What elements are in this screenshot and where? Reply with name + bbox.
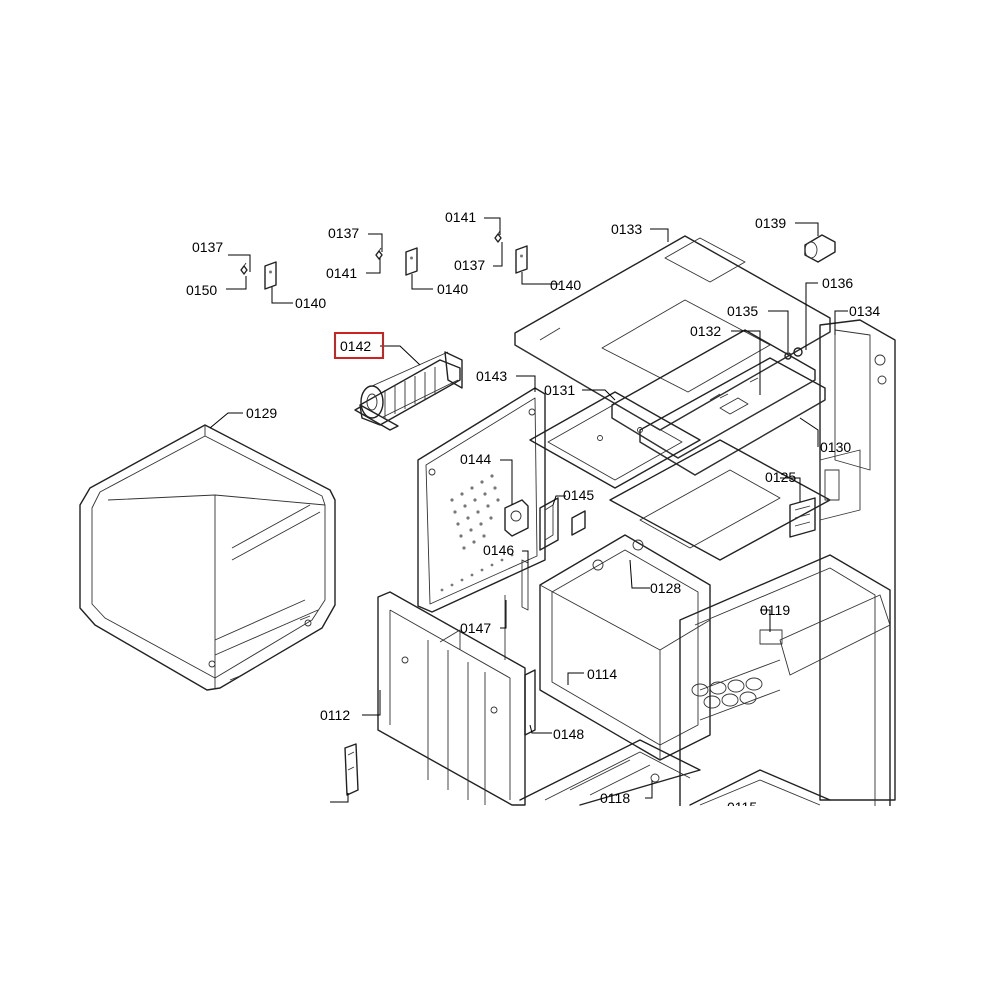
part-labels: 0137 0150 0140 0137 0141 0140 0141 0137 … <box>186 209 880 815</box>
part-0137-clip-a[interactable] <box>240 262 248 275</box>
back-panel-vent-holes <box>440 474 514 592</box>
part-0143-back-panel[interactable] <box>417 387 546 613</box>
part-0119-front-frame[interactable] <box>679 554 891 811</box>
part-0118-bottom-tray[interactable] <box>519 739 701 806</box>
part-0128-insulation[interactable] <box>609 439 831 561</box>
label-0150[interactable]: 0150 <box>186 282 217 298</box>
leader-lines <box>209 217 848 803</box>
part-0148-hinge[interactable] <box>524 669 536 736</box>
label-0135[interactable]: 0135 <box>727 303 758 319</box>
label-0143[interactable]: 0143 <box>476 368 507 384</box>
label-0139[interactable]: 0139 <box>755 215 786 231</box>
label-0131[interactable]: 0131 <box>544 382 575 398</box>
label-0140-a[interactable]: 0140 <box>295 295 326 311</box>
part-door-latch[interactable] <box>344 743 359 796</box>
part-0133-top-cover[interactable] <box>514 235 831 431</box>
label-0125[interactable]: 0125 <box>765 469 796 485</box>
highlight-box-0142 <box>334 332 384 359</box>
label-0119[interactable]: 0119 <box>760 602 790 618</box>
bottom-crop-mask <box>0 806 1000 1000</box>
label-0132[interactable]: 0132 <box>690 323 721 339</box>
part-0136-fastener[interactable] <box>793 347 803 357</box>
label-0148[interactable]: 0148 <box>553 726 584 742</box>
part-0140-plate-a[interactable] <box>264 261 277 290</box>
part-0146-seal[interactable] <box>521 559 529 611</box>
label-0140-c[interactable]: 0140 <box>550 277 581 293</box>
label-0144[interactable]: 0144 <box>460 451 491 467</box>
part-0125-bracket[interactable] <box>789 497 816 538</box>
label-0114[interactable]: 0114 <box>587 666 617 682</box>
label-0136[interactable]: 0136 <box>822 275 853 291</box>
part-0135-fastener[interactable] <box>784 352 792 360</box>
part-0114-oven-cavity[interactable] <box>539 534 711 761</box>
small-clips-group <box>240 230 528 290</box>
part-0144-motor[interactable] <box>504 499 529 537</box>
label-0141-b[interactable]: 0141 <box>445 209 476 225</box>
label-0128[interactable]: 0128 <box>650 580 681 596</box>
label-0141-a[interactable]: 0141 <box>326 265 357 281</box>
part-0145-bracket[interactable] <box>539 497 586 551</box>
label-0147[interactable]: 0147 <box>460 620 491 636</box>
label-0137-b[interactable]: 0137 <box>328 225 359 241</box>
part-0132-vent-duct[interactable] <box>611 329 816 459</box>
part-0142-tangential-fan[interactable] <box>354 351 463 431</box>
label-0140-b[interactable]: 0140 <box>437 281 468 297</box>
part-0115-base[interactable] <box>689 769 831 806</box>
label-0129[interactable]: 0129 <box>246 405 277 421</box>
part-0130-insulation-top[interactable] <box>639 357 826 476</box>
label-0118[interactable]: 0118 <box>600 790 630 806</box>
cavity-floor-holes <box>691 677 763 709</box>
part-0140-plate-c[interactable] <box>515 245 528 274</box>
part-0140-plate-b[interactable] <box>405 247 418 276</box>
label-0137-a[interactable]: 0137 <box>192 239 223 255</box>
part-0131-frame[interactable] <box>529 391 701 489</box>
label-0133[interactable]: 0133 <box>611 221 642 237</box>
part-0129-side-panel[interactable] <box>79 424 336 691</box>
label-0142[interactable]: 0142 <box>340 338 371 354</box>
label-0130[interactable]: 0130 <box>820 439 851 455</box>
label-0137-c[interactable]: 0137 <box>454 257 485 273</box>
label-0134[interactable]: 0134 <box>849 303 880 319</box>
part-0137-clip-b[interactable] <box>375 247 383 260</box>
part-0139-lamp[interactable] <box>804 234 836 263</box>
label-0112[interactable]: 0112 <box>320 707 350 723</box>
label-0145[interactable]: 0145 <box>563 487 594 503</box>
label-0146[interactable]: 0146 <box>483 542 514 558</box>
part-0134-side-frame[interactable] <box>819 319 896 801</box>
part-0112-door-frame[interactable] <box>377 591 526 806</box>
